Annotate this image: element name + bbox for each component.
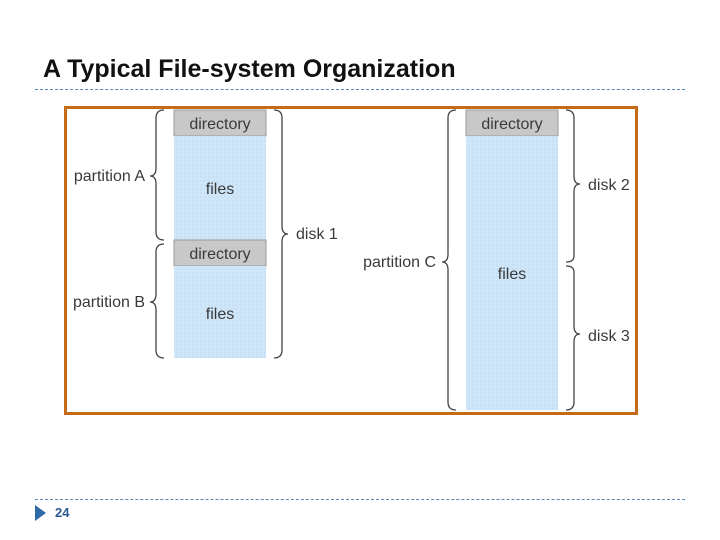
partition-c-brace [441,109,457,411]
partition-c-label: partition C [363,254,436,271]
partition-a-files-block [174,136,266,240]
footer-divider [35,499,685,500]
slide-title: A Typical File-system Organization [43,55,456,83]
disk-1-label: disk 1 [296,226,338,243]
title-divider [35,89,685,90]
partition-c-directory-label: directory [481,116,542,133]
partition-a-files-label: files [206,181,234,198]
arrow-icon [35,505,46,521]
partition-a-directory-label: directory [189,116,250,133]
partition-c-files-block [466,136,558,410]
diagram-frame [64,106,638,415]
partition-b-label: partition B [73,294,145,311]
disk-2-label: disk 2 [588,177,630,194]
disk-3-brace [565,265,581,411]
partition-a-directory-block [173,109,267,137]
partition-a-brace [149,109,165,241]
disk-1-brace [273,109,289,359]
disk-2-brace [565,109,581,263]
partition-c-files-label: files [498,266,526,283]
partition-c-directory-block [465,109,559,137]
disk-3-label: disk 3 [588,328,630,345]
partition-b-directory-block [173,239,267,267]
partition-b-directory-label: directory [189,246,250,263]
partition-a-label: partition A [74,168,145,185]
partition-b-brace [149,243,165,359]
partition-b-files-label: files [206,306,234,323]
partition-b-files-block [174,266,266,358]
slide-number: 24 [55,505,70,520]
